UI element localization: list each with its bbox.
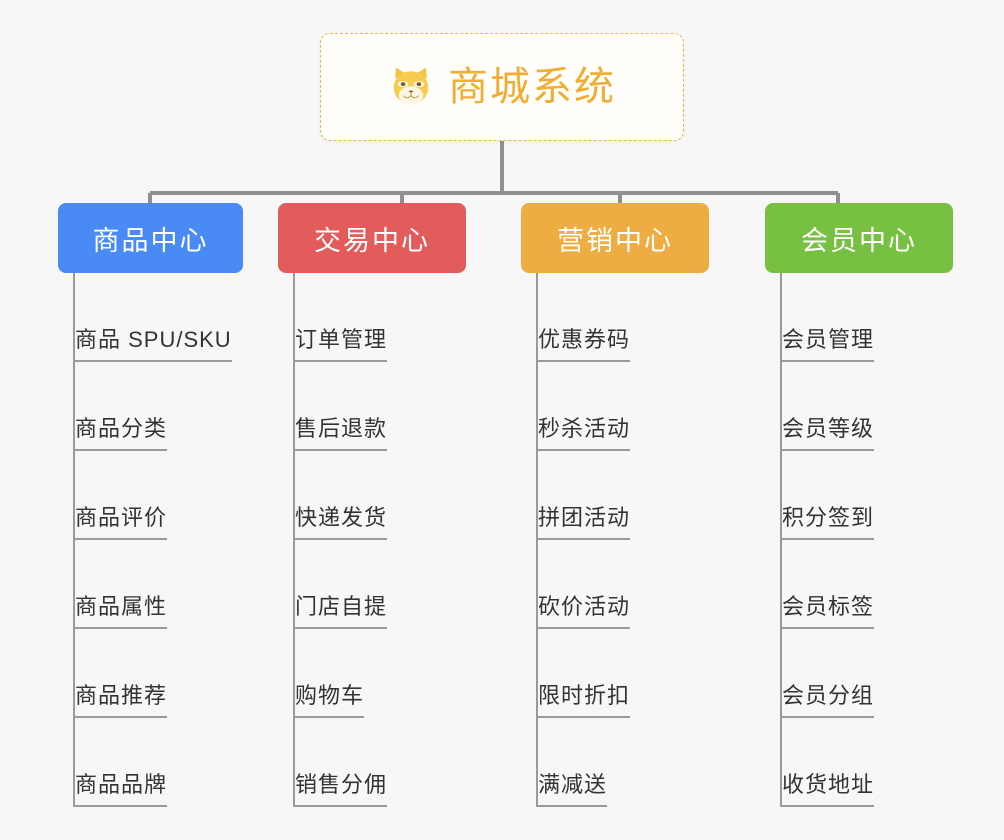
leaf-item[interactable]: 会员等级 xyxy=(780,362,984,451)
leaf-label: 商品品牌 xyxy=(73,767,168,807)
shiba-dog-face-icon xyxy=(393,67,429,105)
root-node[interactable]: 商城系统 xyxy=(320,33,684,141)
leaf-item[interactable]: 商品 SPU/SKU xyxy=(73,273,277,362)
leaf-item[interactable]: 满减送 xyxy=(536,718,740,807)
leaf-label: 拼团活动 xyxy=(536,500,631,540)
category-column-0: 商品中心 商品 SPU/SKU 商品分类 商品评价 商品属性 商品推荐 xyxy=(58,203,277,807)
root-node-wrapper: 商城系统 xyxy=(0,33,1004,141)
leaf-item[interactable]: 销售分佣 xyxy=(293,718,497,807)
category-header-0[interactable]: 商品中心 xyxy=(58,203,243,273)
leaf-item[interactable]: 快递发货 xyxy=(293,451,497,540)
leaf-item[interactable]: 商品推荐 xyxy=(73,629,277,718)
leaf-label: 快递发货 xyxy=(293,500,388,540)
leaf-label: 商品 SPU/SKU xyxy=(73,322,232,362)
leaf-label: 限时折扣 xyxy=(536,678,631,718)
leaf-label: 秒杀活动 xyxy=(536,411,631,451)
category-header-2[interactable]: 营销中心 xyxy=(521,203,709,273)
leaf-item[interactable]: 拼团活动 xyxy=(536,451,740,540)
leaf-item[interactable]: 会员分组 xyxy=(780,629,984,718)
leaf-label: 砍价活动 xyxy=(536,589,631,629)
leaf-item[interactable]: 售后退款 xyxy=(293,362,497,451)
category-header-label-3: 会员中心 xyxy=(801,225,917,256)
leaf-label: 优惠券码 xyxy=(536,322,631,362)
leaf-list-3: 会员管理 会员等级 积分签到 会员标签 会员分组 收货地址 xyxy=(780,273,984,807)
leaf-item[interactable]: 积分签到 xyxy=(780,451,984,540)
leaf-label: 商品分类 xyxy=(73,411,168,451)
category-header-label-0: 商品中心 xyxy=(92,225,209,256)
leaf-label: 售后退款 xyxy=(293,411,388,451)
category-header-1[interactable]: 交易中心 xyxy=(278,203,466,273)
leaf-label: 门店自提 xyxy=(293,589,388,629)
leaf-item[interactable]: 砍价活动 xyxy=(536,540,740,629)
leaf-label: 商品属性 xyxy=(73,589,168,629)
leaf-item[interactable]: 订单管理 xyxy=(293,273,497,362)
category-header-3[interactable]: 会员中心 xyxy=(765,203,953,273)
leaf-label: 会员标签 xyxy=(780,589,875,629)
leaf-list-0: 商品 SPU/SKU 商品分类 商品评价 商品属性 商品推荐 商品品牌 xyxy=(73,273,277,807)
leaf-label: 购物车 xyxy=(293,678,365,718)
leaf-list-1: 订单管理 售后退款 快递发货 门店自提 购物车 销售分佣 xyxy=(293,273,497,807)
leaf-item[interactable]: 商品属性 xyxy=(73,540,277,629)
leaf-item[interactable]: 限时折扣 xyxy=(536,629,740,718)
category-header-label-2: 营销中心 xyxy=(557,225,673,256)
leaf-label: 商品评价 xyxy=(73,500,168,540)
leaf-item[interactable]: 商品评价 xyxy=(73,451,277,540)
leaf-label: 商品推荐 xyxy=(73,678,168,718)
leaf-item[interactable]: 秒杀活动 xyxy=(536,362,740,451)
category-header-label-1: 交易中心 xyxy=(314,225,430,256)
root-title: 商城系统 xyxy=(448,65,616,109)
leaf-item[interactable]: 商品分类 xyxy=(73,362,277,451)
leaf-item[interactable]: 收货地址 xyxy=(780,718,984,807)
category-column-3: 会员中心 会员管理 会员等级 积分签到 会员标签 会员分组 xyxy=(765,203,984,807)
leaf-label: 会员分组 xyxy=(780,678,875,718)
leaf-list-2: 优惠券码 秒杀活动 拼团活动 砍价活动 限时折扣 满减送 xyxy=(536,273,740,807)
leaf-label: 积分签到 xyxy=(780,500,875,540)
leaf-label: 收货地址 xyxy=(780,767,875,807)
leaf-label: 订单管理 xyxy=(293,322,388,362)
leaf-item[interactable]: 购物车 xyxy=(293,629,497,718)
category-column-1: 交易中心 订单管理 售后退款 快递发货 门店自提 购物车 xyxy=(278,203,497,807)
leaf-label: 销售分佣 xyxy=(293,767,388,807)
leaf-item[interactable]: 会员标签 xyxy=(780,540,984,629)
leaf-item[interactable]: 门店自提 xyxy=(293,540,497,629)
leaf-label: 会员等级 xyxy=(780,411,875,451)
leaf-item[interactable]: 优惠券码 xyxy=(536,273,740,362)
category-column-2: 营销中心 优惠券码 秒杀活动 拼团活动 砍价活动 限时折扣 xyxy=(521,203,740,807)
category-columns: 商品中心 商品 SPU/SKU 商品分类 商品评价 商品属性 商品推荐 xyxy=(0,203,1004,807)
leaf-item[interactable]: 商品品牌 xyxy=(73,718,277,807)
leaf-label: 满减送 xyxy=(536,767,608,807)
leaf-item[interactable]: 会员管理 xyxy=(780,273,984,362)
leaf-label: 会员管理 xyxy=(780,322,875,362)
